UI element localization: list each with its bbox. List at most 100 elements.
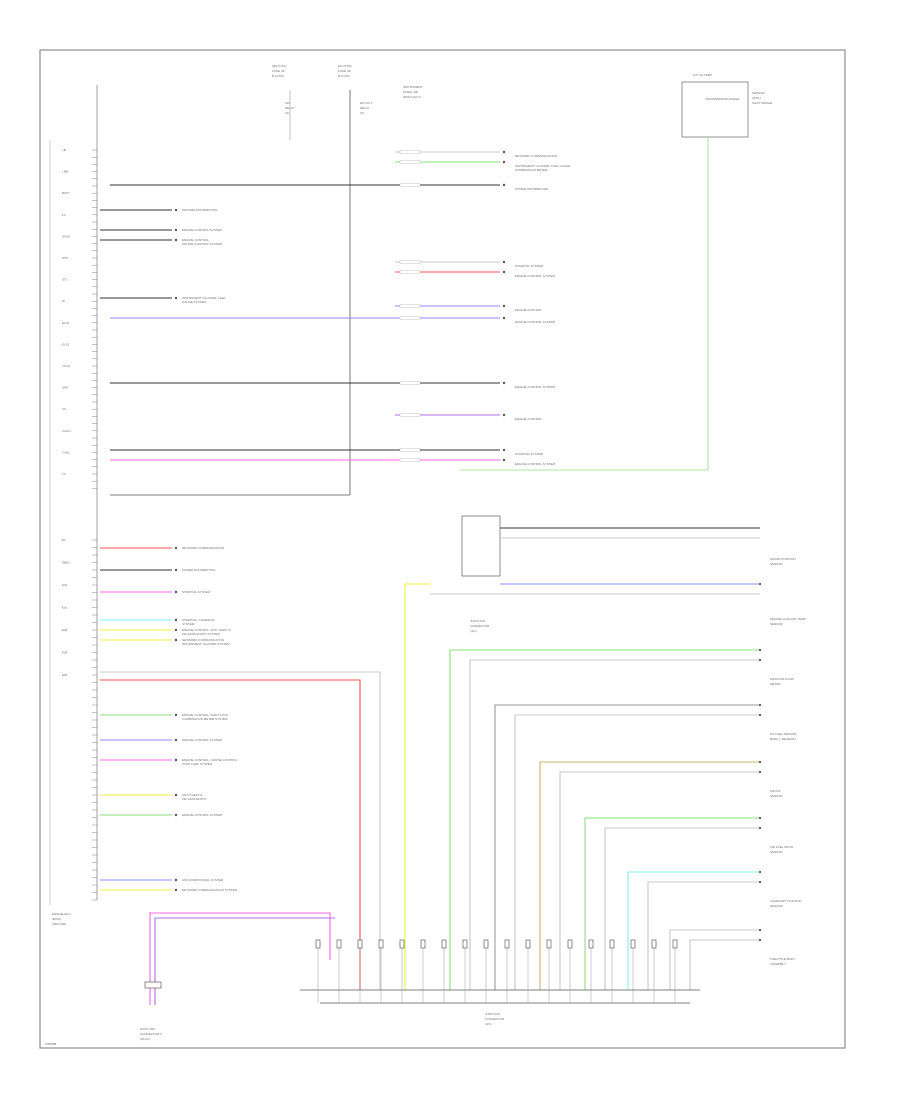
junction-top-label: (J/C) [470, 629, 477, 633]
left-target-t13: ENGINE CONTROL, CRUISE CONTROL [182, 758, 238, 762]
left-target-t1: GROUND DISTRIBUTION [182, 208, 217, 212]
left-target-t14: ANTI-THEFT & [182, 793, 202, 797]
ecu-pin-label: E03 [62, 628, 68, 632]
left-target-t3: ENGINE CONTROL [182, 238, 209, 242]
left-wire-terminal [174, 568, 178, 572]
vertical-run [627, 871, 760, 990]
left-target-t6: POWER DISTRIBUTION [182, 568, 215, 572]
relay-b-label: EFI NO.1 [360, 101, 373, 105]
right-target-r8: ENGINE CONTROL SYSTEM [515, 385, 556, 389]
dlc-can-wire [149, 912, 331, 1005]
wire-code-tag [399, 381, 421, 385]
sensor-terminal [758, 816, 762, 820]
left-wire-terminal [174, 546, 178, 550]
wire-code-tag [399, 160, 421, 164]
junction-bottom-label: CONNECTOR [485, 1017, 505, 1021]
junction-top-label: JUNCTION [470, 619, 485, 623]
right-top-label-line: (BODY ECU) [403, 95, 421, 99]
ecu-pin-label: +B [62, 148, 66, 152]
sensor-terminal [758, 938, 762, 942]
sensor-s4-label: BANK 1 SENSOR 1 [770, 737, 797, 741]
sensor-s1-label: SENSOR [770, 562, 784, 566]
sensor-box-side: SENSOR [752, 91, 766, 95]
wire-terminal [502, 160, 506, 164]
left-wire-terminal [174, 758, 178, 762]
ecu-pin-label: ST1- [62, 278, 69, 282]
ecu-name-line: (ECM) [52, 917, 61, 921]
wire-code-tag [399, 413, 421, 417]
right-target-r1: NETWORK COMMUNICATION [515, 154, 557, 158]
top-fuses: IGN (5.5A)FUSE (R/B LOCK)EFI (5.5A)FUSE … [272, 64, 423, 115]
left-target-t17: NETWORK COMMUNICATION SYSTEM [182, 888, 238, 892]
right-top-label-line: PANEL J/B [403, 90, 418, 94]
relay-b-label: RELAY [360, 106, 370, 110]
wire-terminal [502, 304, 506, 308]
ecu-pin-label: ME01 [62, 561, 70, 565]
left-wire-terminal [174, 813, 178, 817]
left-target-t7: STARTING SYSTEM [182, 590, 211, 594]
junction-bottom-label: JUNCTION [485, 1012, 500, 1016]
vertical-run [404, 583, 430, 990]
wire-terminal [502, 270, 506, 274]
left-target-sub-t14: KEYLESS ENTRY [182, 797, 207, 801]
sensor-box-title: A/T OIL TEMP [693, 73, 712, 77]
wire-terminal [502, 183, 506, 187]
left-wire-terminal [174, 618, 178, 622]
left-target-t8: STARTING, CHARGING [182, 618, 215, 622]
wire-code-tag [399, 183, 421, 187]
junction-bottom-label: (J/C) [485, 1022, 492, 1026]
left-wire-terminal [174, 713, 178, 717]
right-target-r9: ENGINE CONTROL [515, 417, 542, 421]
left-wire-terminal [174, 888, 178, 892]
sensor-s4-label: OXYGEN SENSOR [770, 732, 797, 736]
junction-pin [420, 939, 426, 949]
right-target-r4: STARTING SYSTEM [515, 264, 544, 268]
junction-pin [672, 939, 678, 949]
vertical-run [469, 659, 760, 990]
left-target-sub-t10: INSTRUMENT CLUSTER SYSTEM [182, 642, 230, 646]
vertical-run [647, 881, 760, 990]
left-wire-terminal [174, 208, 178, 212]
left-target-t4: INSTRUMENT CLUSTER, FUEL [182, 296, 226, 300]
left-target-t11: ENGINE CONTROL, SHIFT LOCK [182, 713, 228, 717]
junction-pin [462, 939, 468, 949]
vertical-run [584, 817, 760, 990]
ecu-label: ENGINE ECU(ECM)(4ZR-FAE) [52, 912, 71, 926]
wire-code-tag [399, 316, 421, 320]
junction-pin [504, 939, 510, 949]
junction-pin [441, 939, 447, 949]
sensor-s3-label: MASS AIR FLOW [770, 677, 794, 681]
sensor-box-side: (WITH [752, 96, 761, 100]
sensor-terminal [758, 582, 762, 586]
fuse-b-label: B LOCK) [338, 74, 350, 78]
vertical-run [494, 704, 760, 990]
sensor-s8-label: ASSEMBLY [770, 962, 786, 966]
junction-pin [399, 939, 405, 949]
wire-code-tag [399, 150, 421, 154]
left-wire-terminal [174, 296, 178, 300]
ecu-pin-label: +BM [62, 170, 69, 174]
right-target-r5: ENGINE CONTROL SYSTEM [515, 274, 556, 278]
ecu-pin-label: TACH [62, 364, 70, 368]
left-target-t10: NETWORK COMMUNICATION [182, 638, 224, 642]
diagram-frame [39, 49, 846, 1049]
left-target-t16: AIR CONDITIONING SYSTEM [182, 878, 224, 882]
sensor-box-inner: TRANSMISSION RANGE [705, 97, 739, 101]
left-target-sub-t13: STOP LAMP SYSTEM [182, 762, 213, 766]
junction-pin [651, 939, 657, 949]
gray-harness-run [100, 671, 381, 990]
ecu-name-line: ENGINE ECU [52, 912, 71, 916]
sensor-terminal [758, 928, 762, 932]
ecu-pin-label: VC [62, 407, 67, 411]
vertical-run [559, 771, 760, 990]
vertical-run [669, 929, 760, 990]
dlc-can-wire [154, 917, 335, 1005]
left-wire-terminal [174, 628, 178, 632]
left-target-t2: ENGINE CONTROL SYSTEM [182, 228, 223, 232]
fuse-a-label: B LOCK) [272, 74, 284, 78]
sensor-terminal [758, 713, 762, 717]
ecu-pin-label: CANL [62, 450, 70, 454]
left-target-t5: NETWORK COMMUNICATION [182, 546, 224, 550]
